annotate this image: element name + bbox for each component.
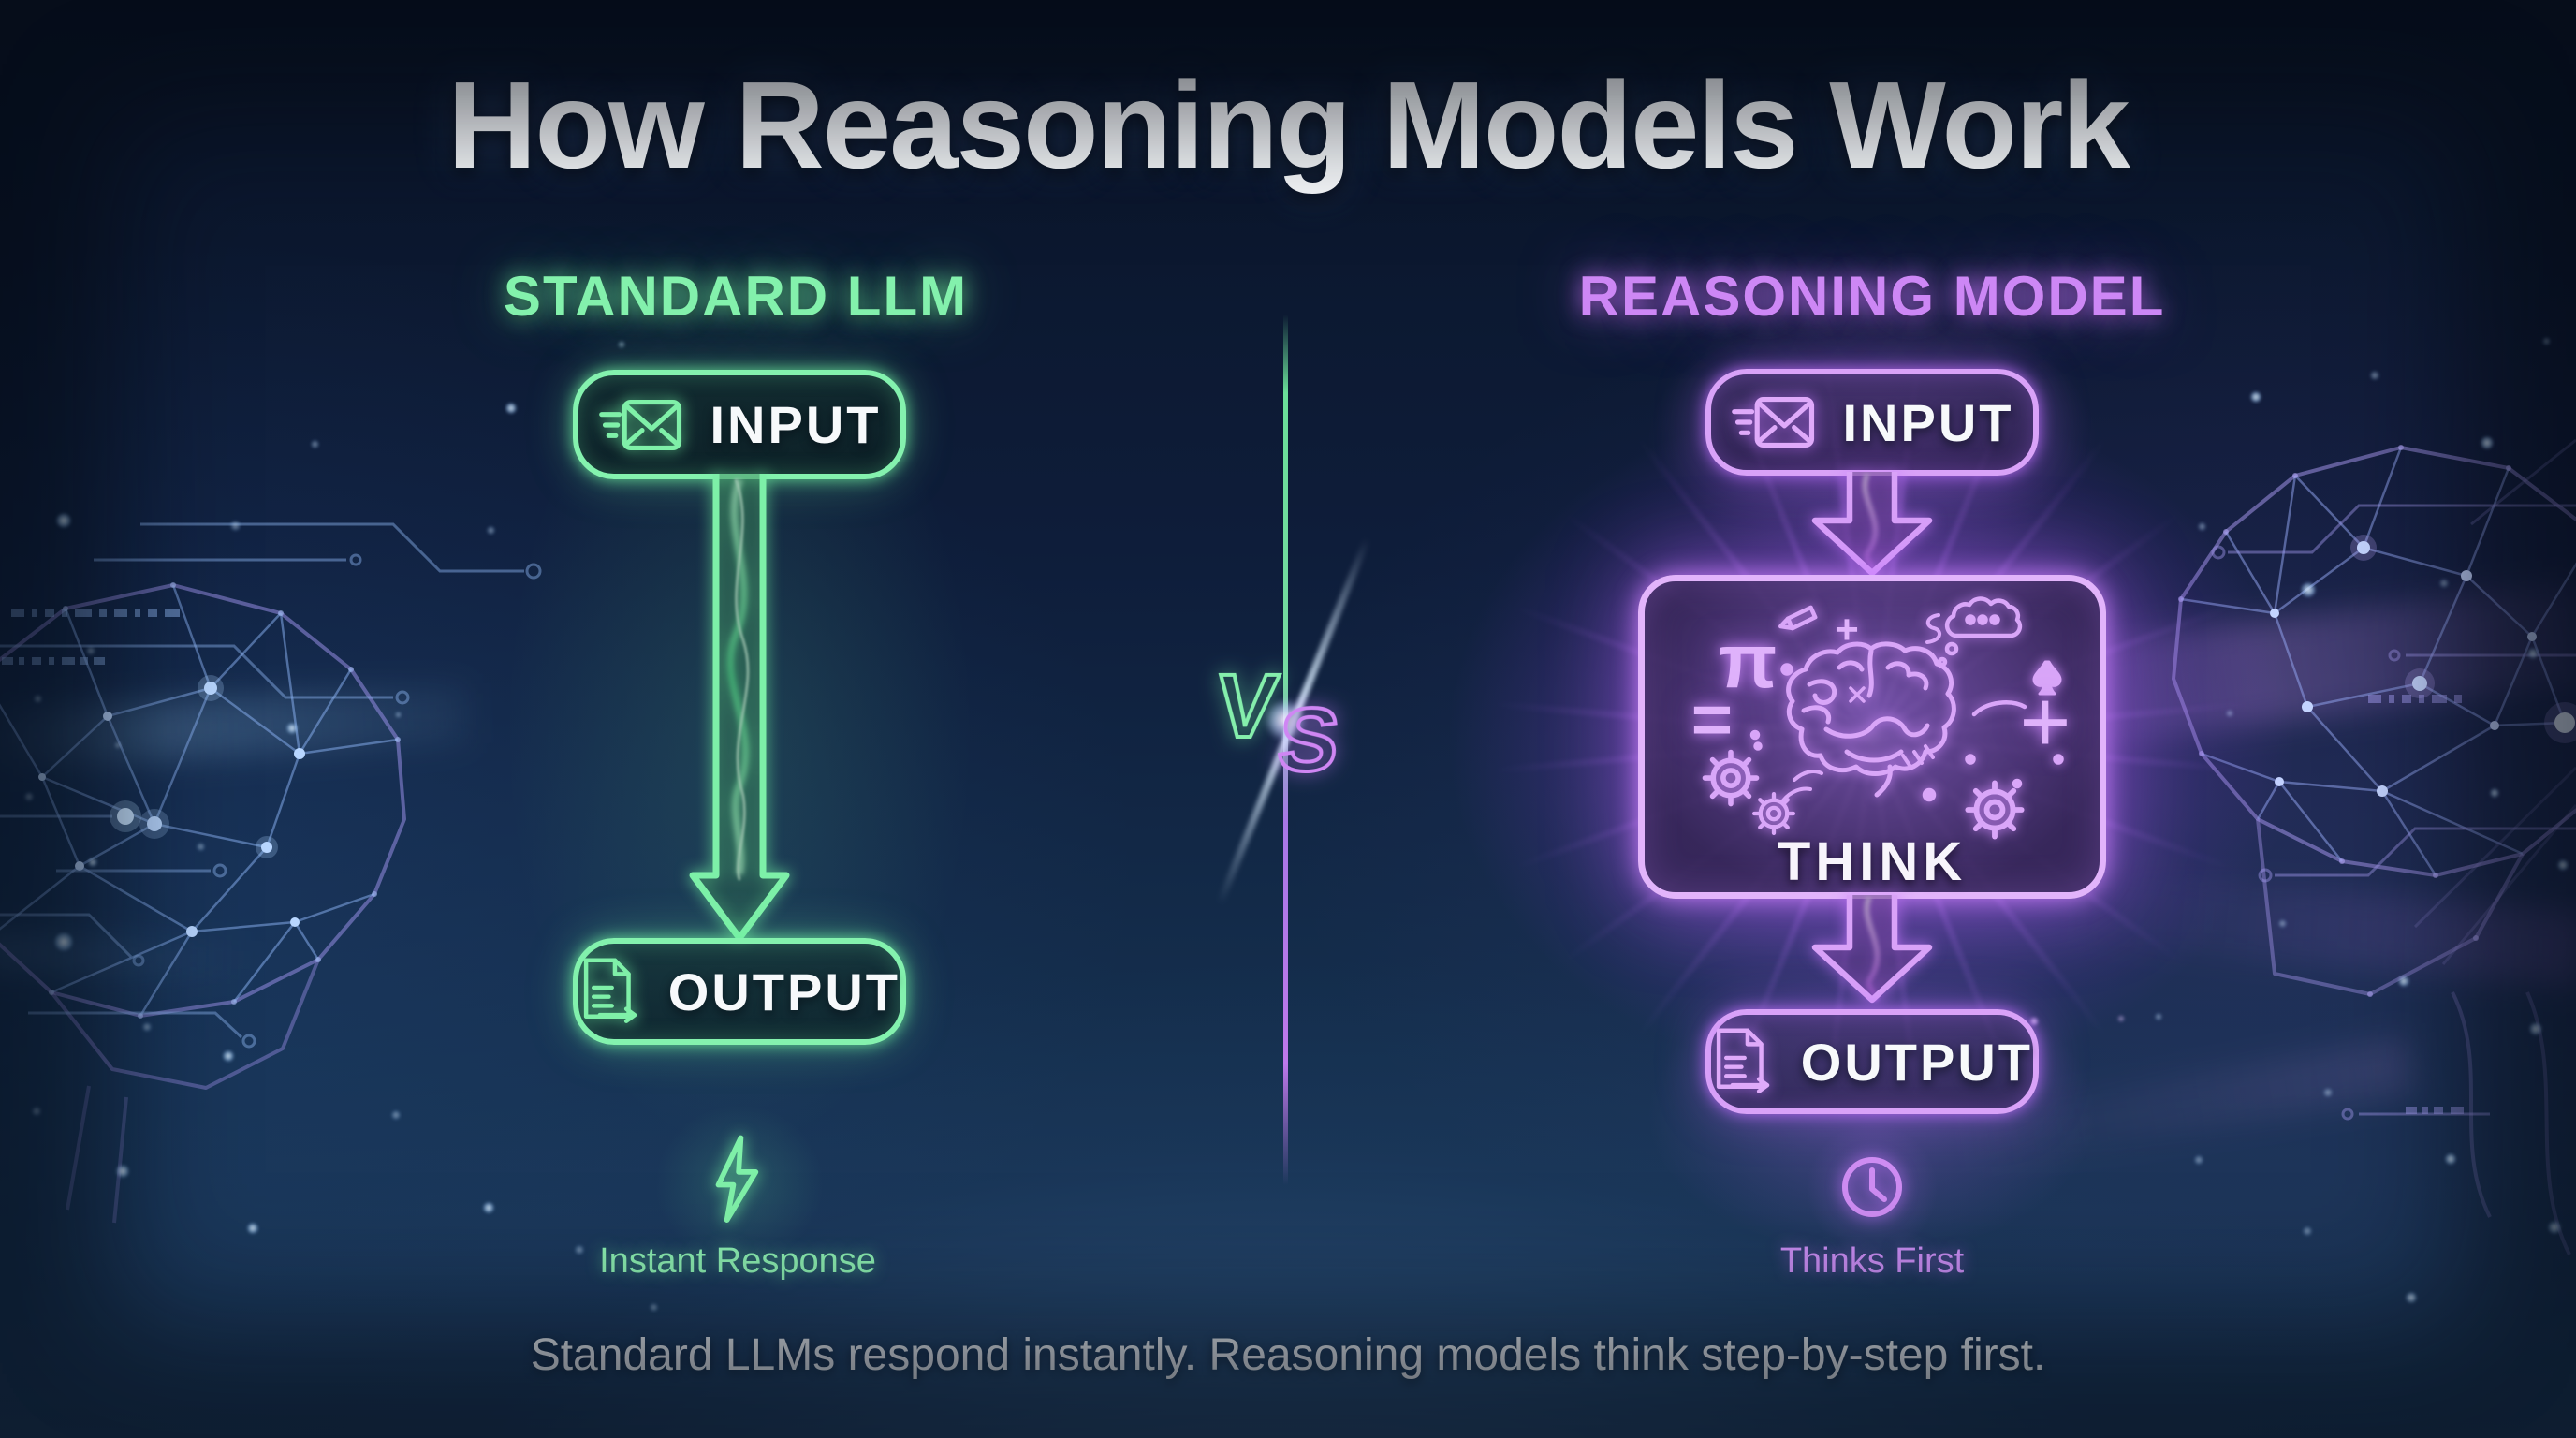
bokeh-dot bbox=[487, 526, 495, 535]
standard-input-box: INPUT bbox=[573, 370, 906, 479]
bokeh-dot bbox=[56, 513, 71, 528]
bokeh-dot bbox=[286, 723, 298, 734]
bokeh-dot bbox=[197, 843, 205, 851]
standard-output-label: OUTPUT bbox=[667, 961, 900, 1021]
plus-symbol-large: + bbox=[2019, 672, 2071, 770]
reasoning-model-heading: REASONING MODEL bbox=[1578, 265, 2166, 328]
brain-doodles-icon bbox=[1645, 596, 2064, 894]
bokeh-dot bbox=[2370, 371, 2379, 380]
reasoning-output-box: OUTPUT bbox=[1705, 1009, 2039, 1114]
bokeh-dot bbox=[483, 1202, 494, 1213]
bokeh-dot bbox=[142, 1022, 152, 1032]
bokeh-dot bbox=[2557, 859, 2569, 871]
bokeh-dot bbox=[618, 341, 625, 348]
bokeh-dot bbox=[34, 695, 42, 703]
bokeh-dot bbox=[395, 712, 402, 718]
bokeh-dot bbox=[223, 1050, 234, 1062]
bokeh-dot bbox=[2323, 1088, 2333, 1097]
bokeh-dot bbox=[391, 1110, 401, 1120]
bokeh-dot bbox=[2529, 1022, 2542, 1035]
bokeh-dot bbox=[2490, 788, 2499, 798]
bokeh-dot bbox=[116, 1165, 129, 1178]
lens-flare-core bbox=[1264, 698, 1307, 741]
reasoning-tagline: Thinks First bbox=[1779, 1241, 1965, 1281]
bokeh-dot bbox=[2029, 1017, 2039, 1026]
think-box: π = + + THINK bbox=[1638, 575, 2106, 899]
standard-llm-heading: STANDARD LLM bbox=[503, 265, 969, 328]
bokeh-dot bbox=[2439, 579, 2449, 588]
document-export-icon bbox=[1716, 1028, 1770, 1093]
speeding-envelope-icon bbox=[598, 399, 681, 450]
bokeh-dot bbox=[2527, 648, 2539, 659]
bokeh-dot bbox=[24, 792, 34, 801]
bokeh-dot bbox=[650, 1303, 658, 1312]
bokeh-dot bbox=[2198, 522, 2206, 531]
page-title: How Reasoning Models Work bbox=[447, 56, 2130, 194]
bokeh-dot bbox=[114, 741, 122, 749]
bokeh-dot bbox=[32, 1107, 41, 1116]
bokeh-dot bbox=[2226, 710, 2233, 717]
bokeh-dot bbox=[2481, 436, 2494, 449]
bokeh-dot bbox=[2445, 1153, 2456, 1165]
bokeh-dot bbox=[505, 403, 517, 414]
pi-symbol: π bbox=[1718, 619, 1778, 704]
bokeh-dot bbox=[2398, 976, 2409, 987]
plus-symbol-small: + bbox=[1835, 607, 1859, 653]
bokeh-dot bbox=[2301, 582, 2316, 597]
equals-symbol: = bbox=[1690, 680, 1734, 760]
reasoning-output-label: OUTPUT bbox=[1800, 1032, 2033, 1092]
bokeh-dot bbox=[2406, 1292, 2417, 1303]
bokeh-dot bbox=[2278, 919, 2287, 928]
standard-output-box: OUTPUT bbox=[573, 938, 906, 1045]
reasoning-input-label: INPUT bbox=[1842, 392, 2014, 452]
bokeh-dot bbox=[88, 858, 97, 867]
vs-letter-v: V bbox=[1209, 654, 1283, 758]
bokeh-dot bbox=[2303, 1226, 2312, 1236]
think-label: THINK bbox=[1777, 831, 1968, 892]
document-export-icon bbox=[583, 958, 637, 1023]
footer-caption: Standard LLMs respond instantly. Reasoni… bbox=[530, 1330, 2046, 1380]
bokeh-dot bbox=[2548, 1221, 2561, 1234]
reasoning-flow-arrow-icon bbox=[1811, 472, 1933, 577]
bokeh-dot bbox=[230, 521, 241, 531]
bokeh-dot bbox=[54, 932, 73, 951]
bokeh-dot bbox=[2155, 1013, 2162, 1020]
bokeh-dot bbox=[2250, 391, 2261, 403]
bokeh-dot bbox=[311, 440, 319, 448]
standard-tagline: Instant Response bbox=[599, 1241, 876, 1281]
clock-icon bbox=[1842, 1157, 1902, 1217]
lightning-bolt-icon bbox=[715, 1135, 759, 1224]
reasoning-flow-arrow-icon bbox=[1811, 895, 1933, 1004]
bokeh-dot bbox=[2194, 1155, 2203, 1165]
bokeh-dot bbox=[2117, 1015, 2125, 1022]
bokeh-dot bbox=[2542, 337, 2551, 345]
speeding-envelope-icon bbox=[1731, 396, 1814, 448]
standard-flow-arrow-icon bbox=[689, 474, 790, 942]
bokeh-dot bbox=[247, 1223, 258, 1234]
standard-input-label: INPUT bbox=[710, 395, 882, 454]
reasoning-input-box: INPUT bbox=[1705, 369, 2039, 476]
vs-letter-s: S bbox=[1271, 688, 1345, 792]
left-brain-network bbox=[0, 522, 542, 1224]
bokeh-dot bbox=[86, 646, 95, 655]
bokeh-dot bbox=[575, 1245, 584, 1255]
